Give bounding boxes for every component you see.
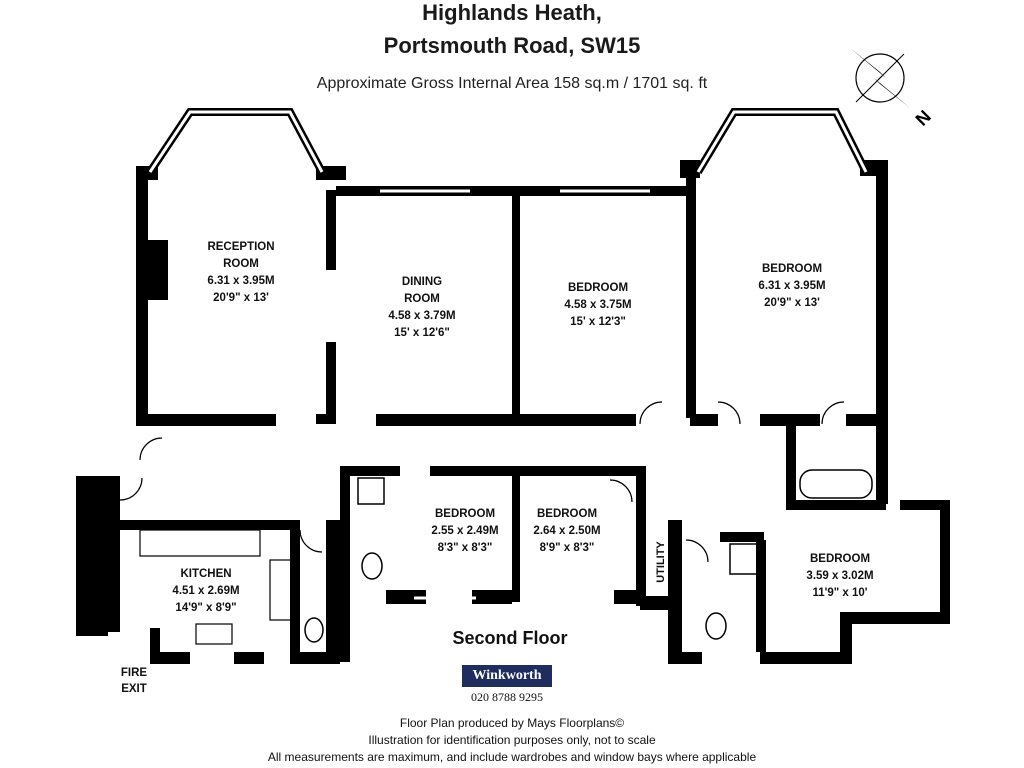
dining-dim-ft: 15' x 12'6" — [394, 327, 450, 339]
showers — [357, 477, 761, 575]
bedroom-mid-dim-m: 4.58 x 3.75M — [564, 299, 631, 311]
dining-label-2: ROOM — [404, 293, 440, 305]
bedroom-small2-dim-m: 2.64 x 2.50M — [533, 525, 600, 537]
bedroom-small2-label: BEDROOM — [537, 508, 597, 520]
bedroom-se-dim-ft: 11'9" x 10' — [812, 587, 867, 599]
fire-exit-label-1: FIRE — [121, 667, 148, 679]
bathtub — [799, 469, 873, 499]
reception-dim-ft: 20'9" x 13' — [213, 292, 269, 304]
bedroom-mid-label: BEDROOM — [568, 282, 628, 294]
fire-exit-label-2: EXIT — [121, 683, 147, 695]
kitchen-dim-ft: 14'9" x 8'9" — [175, 602, 236, 614]
plan-title-line1: Highlands Heath, — [422, 0, 602, 25]
bedroom-right-dim-m: 6.31 x 3.95M — [758, 280, 825, 292]
bedroom-se-label: BEDROOM — [810, 553, 870, 565]
gross-area-text: Approximate Gross Internal Area 158 sq.m… — [316, 75, 708, 92]
walls — [76, 160, 950, 664]
compass-icon — [850, 48, 910, 108]
kitchen-label: KITCHEN — [180, 568, 231, 580]
agent-phone: 020 8788 9295 — [471, 690, 543, 704]
bedroom-right-label: BEDROOM — [762, 263, 822, 275]
bedroom-right-dim-ft: 20'9" x 13' — [764, 297, 820, 309]
bedroom-small1-dim-m: 2.55 x 2.49M — [431, 525, 498, 537]
footer-line-2: Illustration for identification purposes… — [368, 733, 656, 747]
bedroom-small1-label: BEDROOM — [435, 508, 495, 520]
compass-north-label: N — [912, 106, 935, 129]
reception-label-1: RECEPTION — [207, 241, 274, 253]
footer-line-1: Floor Plan produced by Mays Floorplans© — [399, 716, 625, 730]
bay-windows — [146, 108, 870, 175]
footer-line-3: All measurements are maximum, and includ… — [267, 750, 757, 764]
bedroom-small1-dim-ft: 8'3" x 8'3" — [438, 542, 493, 554]
bedroom-se-dim-m: 3.59 x 3.02M — [806, 570, 873, 582]
agent-logo: Winkworth — [462, 665, 552, 687]
kitchen-dim-m: 4.51 x 2.69M — [172, 585, 239, 597]
bedroom-small2-dim-ft: 8'9" x 8'3" — [540, 542, 595, 554]
reception-dim-m: 6.31 x 3.95M — [207, 275, 274, 287]
plan-title-line2: Portsmouth Road, SW15 — [383, 33, 641, 58]
utility-label: UTILITY — [655, 541, 667, 583]
kitchen-units — [139, 529, 293, 645]
dining-dim-m: 4.58 x 3.79M — [388, 310, 455, 322]
bedroom-mid-dim-ft: 15' x 12'3" — [570, 316, 626, 328]
toilets — [304, 552, 727, 643]
reception-label-2: ROOM — [223, 258, 259, 270]
door-swings — [119, 401, 845, 563]
dining-label-1: DINING — [402, 276, 442, 288]
floor-label: Second Floor — [452, 628, 567, 648]
